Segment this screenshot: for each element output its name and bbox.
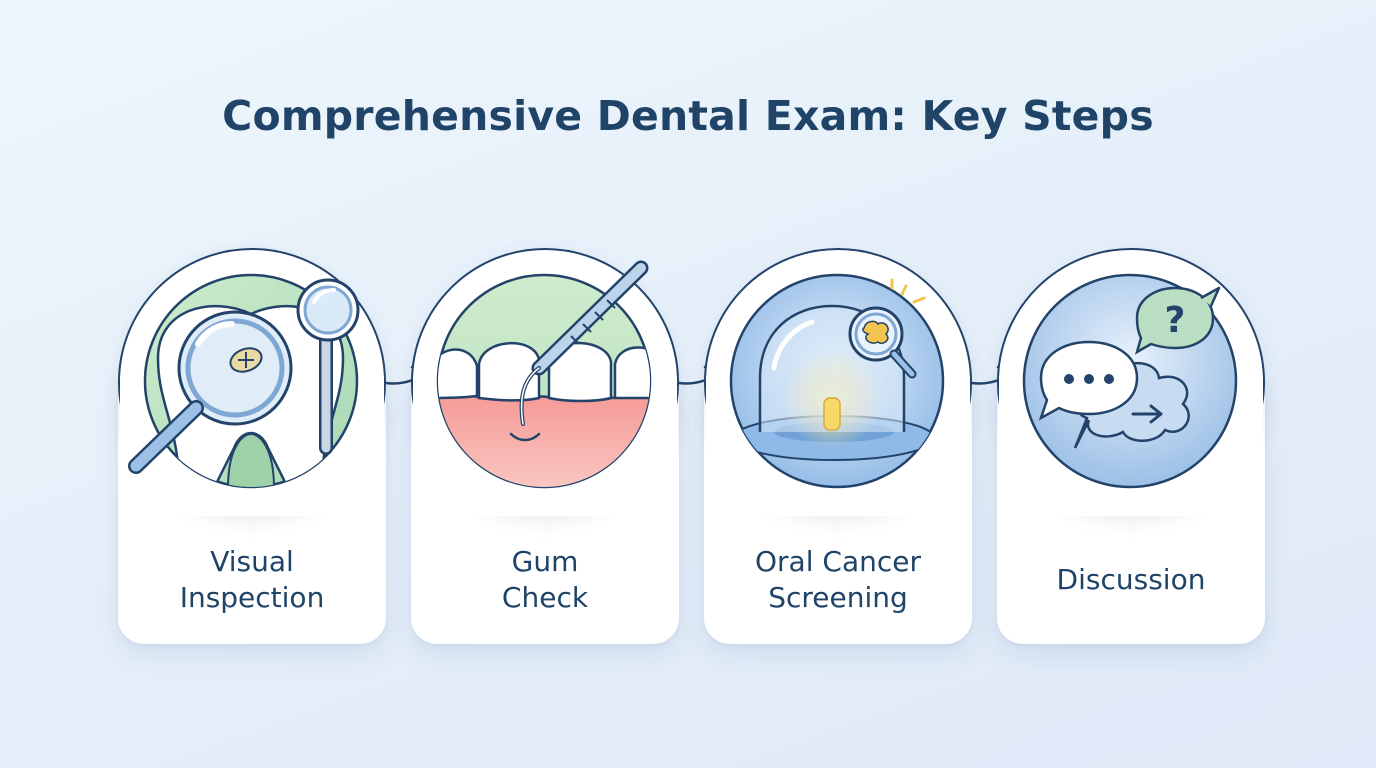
step-discussion: ? Discussion	[997, 248, 1265, 644]
step-label: Gum Check	[501, 545, 589, 614]
magnifier-tooth-mirror-icon	[128, 273, 360, 489]
gum-probe-icon	[436, 260, 652, 489]
chat-bubbles-icon: ?	[1022, 273, 1238, 489]
step-visual-inspection: Visual Inspection	[118, 248, 386, 644]
step-oral-cancer-screening: Oral Cancer Screening	[704, 248, 972, 644]
step-gum-check: Gum Check	[411, 248, 679, 644]
step-label: Oral Cancer Screening	[755, 545, 921, 614]
page-title: Comprehensive Dental Exam: Key Steps	[222, 92, 1154, 140]
step-label: Visual Inspection	[179, 545, 325, 614]
svg-text:?: ?	[1165, 300, 1186, 341]
step-label: Discussion	[1056, 563, 1206, 596]
screening-light-icon	[729, 273, 945, 489]
